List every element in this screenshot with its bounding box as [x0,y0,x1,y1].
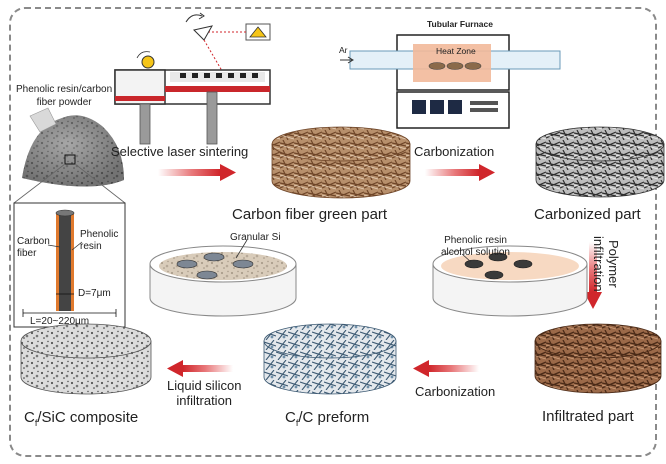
granular-si-label: Granular Si [230,232,281,243]
arrow-sls-to-green [158,164,236,181]
cc-preform-label: Cf/C preform [285,409,370,428]
carbonized-part-label: Carbonized part [534,206,641,223]
recoater-roller-icon [141,55,155,69]
carbonized-part-disc [535,126,665,198]
powder-pile [22,107,124,187]
furnace-title: Tubular Furnace [427,19,493,29]
magnifier-box-icon [64,154,76,165]
polymer-infiltration-label: Polymer infiltration [591,236,621,292]
composite-label: Cf/SiC composite [24,409,139,428]
infiltrated-part-disc [534,323,662,394]
sls-label: Selective laser sintering [111,144,249,159]
arrow-preform-to-composite [167,360,233,377]
heat-zone-label: Heat Zone [436,46,476,56]
inset-diameter-label: D=7μm [78,288,111,299]
carbonization-label-1: Carbonization [414,144,495,159]
infiltrated-part-label: Infiltrated part [542,408,634,425]
ar-label: Ar [339,45,348,55]
arrow-infiltrated-to-preform [413,360,479,377]
green-part-disc [271,126,411,199]
inset-length-label: L=20~220μm [30,316,90,327]
inset-carbon-fiber-label: Carbon fiber [17,236,50,259]
carbonization-label-2: Carbonization [415,384,496,399]
diagram-frame [9,7,657,457]
sls-machine [114,12,271,145]
powder-label: Phenolic resin/carbon fiber powder [16,84,113,108]
arrow-polymer-infiltration [584,242,602,309]
tubular-furnace [340,34,561,129]
fiber-inset [13,202,126,328]
inset-phenolic-resin-label: Phenolic resin [80,229,119,252]
granular-si-crucible [149,239,297,317]
laser-warning-icon [249,26,267,38]
composite-disc [20,323,152,395]
phenolic-solution-label: Phenolic resin alcohol solution [441,235,510,258]
liquid-silicon-label: Liquid silicon infiltration [167,378,242,408]
green-part-label: Carbon fiber green part [232,206,388,223]
arrow-green-to-carbonized [425,164,495,181]
phenolic-solution-crucible [432,245,588,317]
cc-preform-disc [263,323,397,395]
rotation-icon [185,14,203,23]
